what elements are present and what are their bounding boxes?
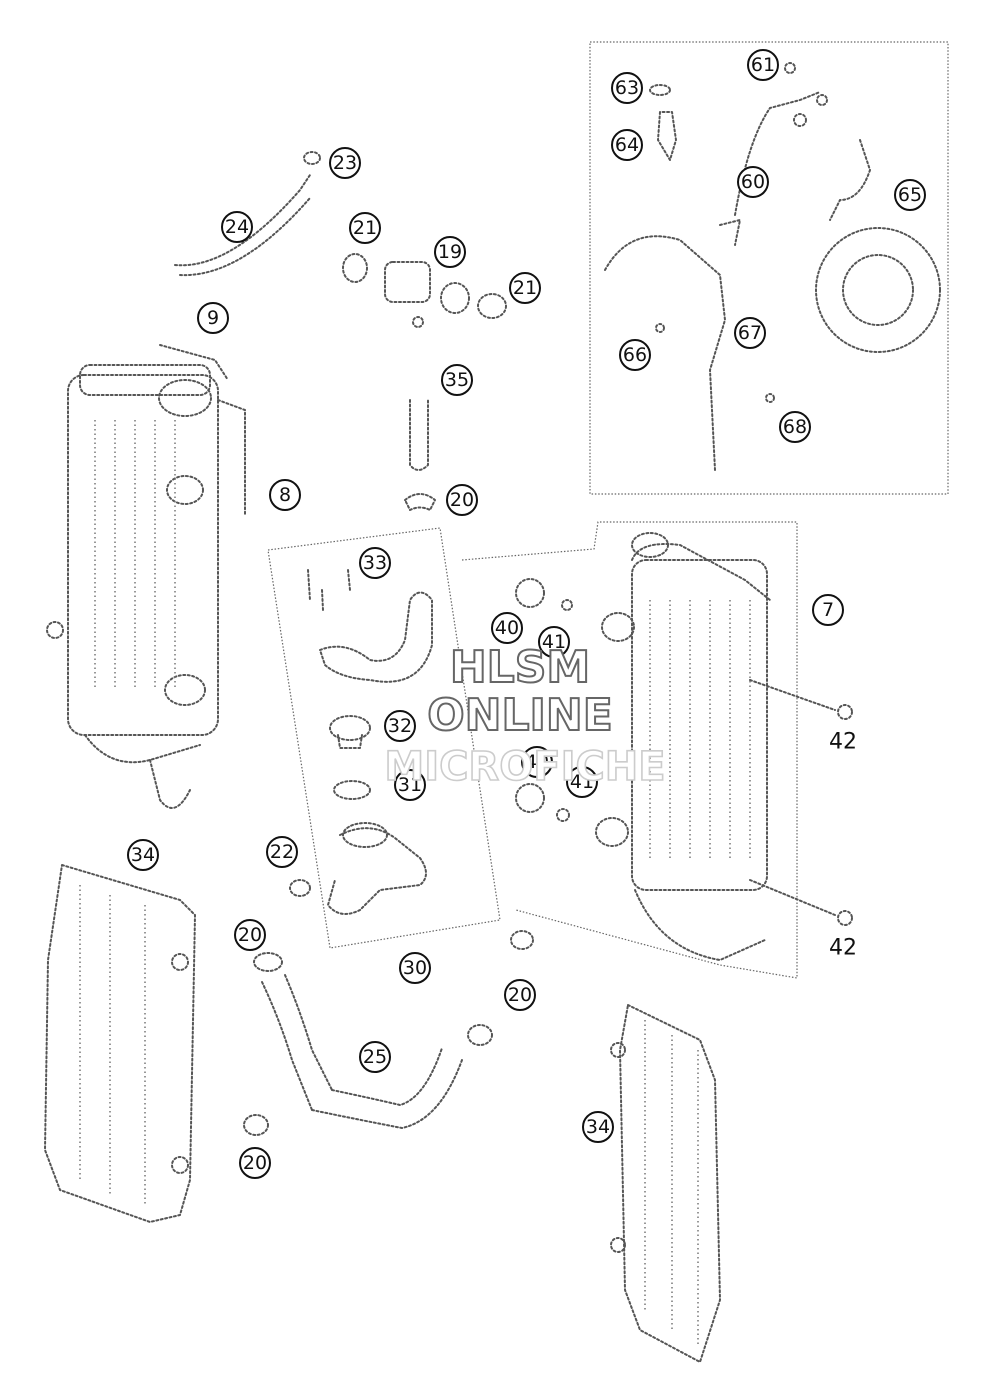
small-hose xyxy=(174,151,321,277)
callout-22: 22 xyxy=(266,836,298,868)
callout-60: 60 xyxy=(737,166,769,198)
callout-23-label: 23 xyxy=(333,152,357,174)
callout-67: 67 xyxy=(734,317,766,349)
callout-7-label: 7 xyxy=(822,599,834,621)
callout-64-label: 64 xyxy=(615,134,639,156)
callout-21a: 21 xyxy=(349,212,381,244)
callout-40a-label: 40 xyxy=(495,617,519,639)
fan-kit xyxy=(604,62,941,471)
callout-21b: 21 xyxy=(509,272,541,304)
callout-33-label: 33 xyxy=(363,552,387,574)
callout-32: 32 xyxy=(384,710,416,742)
callout-20d-label: 20 xyxy=(243,1152,267,1174)
callout-63-label: 63 xyxy=(615,77,639,99)
callout-31: 31 xyxy=(394,769,426,801)
straight-pipe xyxy=(404,399,436,511)
callout-30: 30 xyxy=(399,952,431,984)
callout-20b: 20 xyxy=(234,919,266,951)
callout-63: 63 xyxy=(611,72,643,104)
callout-66-label: 66 xyxy=(623,344,647,366)
callout-68-label: 68 xyxy=(783,416,807,438)
watermark-line2: ONLINE xyxy=(427,690,613,741)
callout-34a: 34 xyxy=(127,839,159,871)
callout-41a-label: 41 xyxy=(542,631,566,653)
callout-19-label: 19 xyxy=(438,241,462,263)
right-radiator xyxy=(515,532,853,961)
callout-22-label: 22 xyxy=(270,841,294,863)
callout-20b-label: 20 xyxy=(238,924,262,946)
callout-33: 33 xyxy=(359,547,391,579)
fan-kit-frame xyxy=(589,41,949,495)
callout-68: 68 xyxy=(779,411,811,443)
callout-34b-label: 34 xyxy=(586,1116,610,1138)
callout-42a-label: 42 xyxy=(829,730,857,755)
callout-42a: 42 xyxy=(829,730,857,755)
callout-21a-label: 21 xyxy=(353,217,377,239)
watermark: HLSM ONLINE MICROFICHE xyxy=(384,641,667,791)
callout-20a-label: 20 xyxy=(450,489,474,511)
callout-9-label: 9 xyxy=(207,307,219,329)
callout-40a: 40 xyxy=(491,612,523,644)
callout-25: 25 xyxy=(359,1041,391,1073)
right-radiator-frame xyxy=(461,521,798,979)
callout-8: 8 xyxy=(269,479,301,511)
callout-30-label: 30 xyxy=(403,957,427,979)
lower-hose xyxy=(243,879,534,1136)
hose-connector xyxy=(342,253,507,328)
callout-41b: 41 xyxy=(566,766,598,798)
callout-34a-label: 34 xyxy=(131,844,155,866)
callout-60-label: 60 xyxy=(741,171,765,193)
callout-19: 19 xyxy=(434,236,466,268)
left-radiator xyxy=(46,344,246,809)
callout-20c: 20 xyxy=(504,979,536,1011)
callout-41a: 41 xyxy=(538,626,570,658)
callout-8-label: 8 xyxy=(279,484,291,506)
callout-9: 9 xyxy=(197,302,229,334)
callout-64: 64 xyxy=(611,129,643,161)
callout-67-label: 67 xyxy=(738,322,762,344)
callout-35: 35 xyxy=(441,364,473,396)
callout-65-label: 65 xyxy=(898,184,922,206)
callout-42b-label: 42 xyxy=(829,936,857,961)
callout-42b: 42 xyxy=(829,936,857,961)
callout-65: 65 xyxy=(894,179,926,211)
watermark-line3: MICROFICHE xyxy=(384,744,665,790)
callout-40b-label: 40 xyxy=(525,751,549,773)
callout-23: 23 xyxy=(329,147,361,179)
callout-25-label: 25 xyxy=(363,1046,387,1068)
callout-21b-label: 21 xyxy=(513,277,537,299)
callout-41b-label: 41 xyxy=(570,771,594,793)
callout-20a: 20 xyxy=(446,484,478,516)
callout-31-label: 31 xyxy=(398,774,422,796)
thermostat-kit xyxy=(307,569,433,915)
callout-20c-label: 20 xyxy=(508,984,532,1006)
callout-40b: 40 xyxy=(521,746,553,778)
callout-34b: 34 xyxy=(582,1111,614,1143)
watermark-line1: HLSM xyxy=(450,642,590,693)
callout-32-label: 32 xyxy=(388,715,412,737)
group-frames xyxy=(267,41,949,979)
callout-61-label: 61 xyxy=(751,54,775,76)
callout-61: 61 xyxy=(747,49,779,81)
callout-24: 24 xyxy=(221,211,253,243)
thermostat-kit-frame xyxy=(267,527,501,949)
callout-35-label: 35 xyxy=(445,369,469,391)
radiator-guard-left xyxy=(44,864,196,1223)
callout-24-label: 24 xyxy=(225,216,249,238)
callout-7: 7 xyxy=(812,594,844,626)
callout-66: 66 xyxy=(619,339,651,371)
callout-20d: 20 xyxy=(239,1147,271,1179)
radiator-guard-right xyxy=(610,1004,721,1363)
